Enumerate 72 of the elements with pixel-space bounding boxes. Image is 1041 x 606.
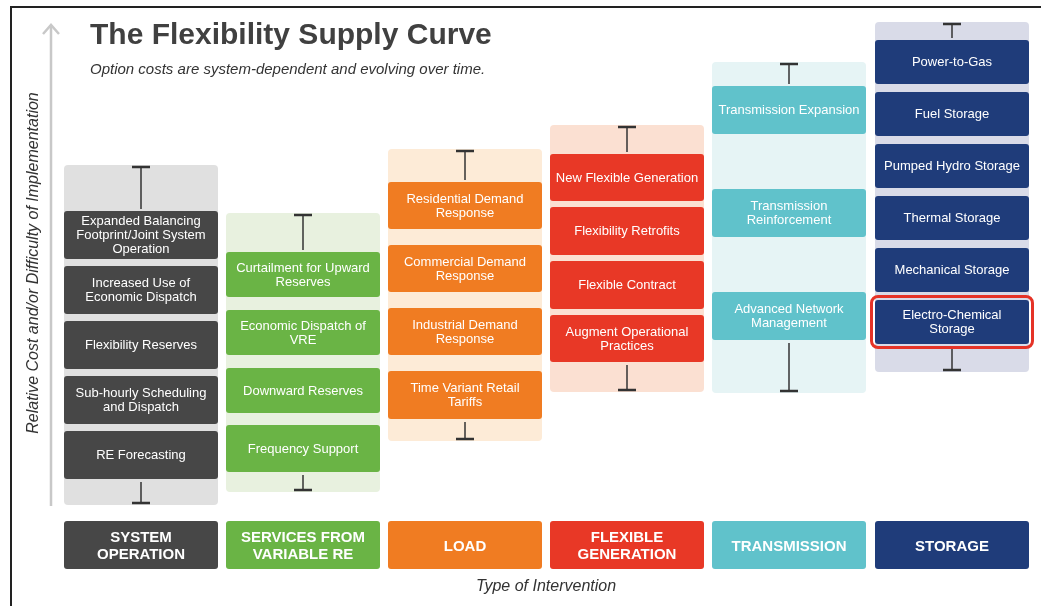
option-box [226,310,380,355]
option-label: Increased Use of Economic Dispatch [84,276,198,304]
option-label: Time Variant Retail Tariffs [409,381,521,409]
option-label: Advanced Network Management [733,302,845,330]
option-label: Flexibility Reserves [85,338,197,352]
option-box [712,292,866,340]
option-box [712,189,866,237]
category-box [875,521,1029,569]
option-label: LOAD [443,536,487,554]
subtitle: Option costs are system-dependent and evolving over time. [90,59,486,79]
option-label: Pumped Hydro Storage [884,159,1020,173]
option-box [388,371,542,419]
option-box [875,196,1029,240]
column-band [712,62,866,393]
option-label: Expanded Balancing Footprint/Joint System Operation [75,214,207,256]
option-label: New Flexible Generation [555,170,699,185]
option-label: SYSTEM OPERATION [95,528,187,562]
option-box [388,182,542,229]
axis-label: Relative Cost and/or Difficulty of Implementation [23,92,42,434]
option-label: Flexible Contract [578,278,676,292]
option-box [226,368,380,413]
column-band [388,149,542,441]
option-label: TRANSMISSION [731,536,847,554]
option-label: Downward Reserves [243,383,363,398]
option-box [64,266,218,314]
option-label: Fuel Storage [914,107,990,121]
option-label: SERVICES FROM VARIABLE RE [240,528,366,562]
option-label: Mechanical Storage [894,263,1010,277]
option-box [388,308,542,355]
column-band [64,165,218,505]
option-label: Electro-Chemical Storage [901,308,1003,336]
category-box [388,521,542,569]
option-label: Residential Demand Response [405,191,525,220]
option-box [64,376,218,424]
option-label: STORAGE [915,536,989,554]
category-box [550,521,704,569]
option-label: Industrial Demand Response [411,317,519,346]
option-box [875,40,1029,84]
title: The Flexibility Supply Curve [90,16,492,52]
option-box [226,425,380,472]
option-label: Frequency Support [247,441,359,456]
column-band [226,213,380,492]
category-box [712,521,866,569]
option-label: Curtailment for Upward Reserves [235,260,371,289]
option-box [64,211,218,259]
option-label: Economic Dispatch of VRE [239,318,367,347]
option-label: Sub-hourly Scheduling and Dispatch [74,386,208,414]
option-label: Flexibility Retrofits [574,224,680,238]
option-box [64,431,218,479]
option-label: Transmission Expansion [718,103,860,117]
option-box [388,245,542,292]
column-band [550,125,704,392]
option-label: Transmission Reinforcement [745,199,833,227]
option-label: Power-to-Gas [911,55,993,69]
option-box [875,92,1029,136]
option-box [550,315,704,362]
option-box [226,252,380,297]
option-label: Thermal Storage [903,211,1001,225]
option-box [712,86,866,134]
category-box [64,521,218,569]
option-box [875,248,1029,292]
option-label: FLEXIBLE GENERATION [576,528,678,562]
option-label: Augment Operational Practices [564,324,690,353]
option-box [550,207,704,255]
option-label: RE Forecasting [96,448,186,462]
option-label: Commercial Demand Response [402,254,528,283]
option-box [64,321,218,369]
option-box [550,261,704,309]
option-box [875,144,1029,188]
axis-label: Type of Intervention [475,576,617,596]
category-box [226,521,380,569]
option-box [550,154,704,201]
